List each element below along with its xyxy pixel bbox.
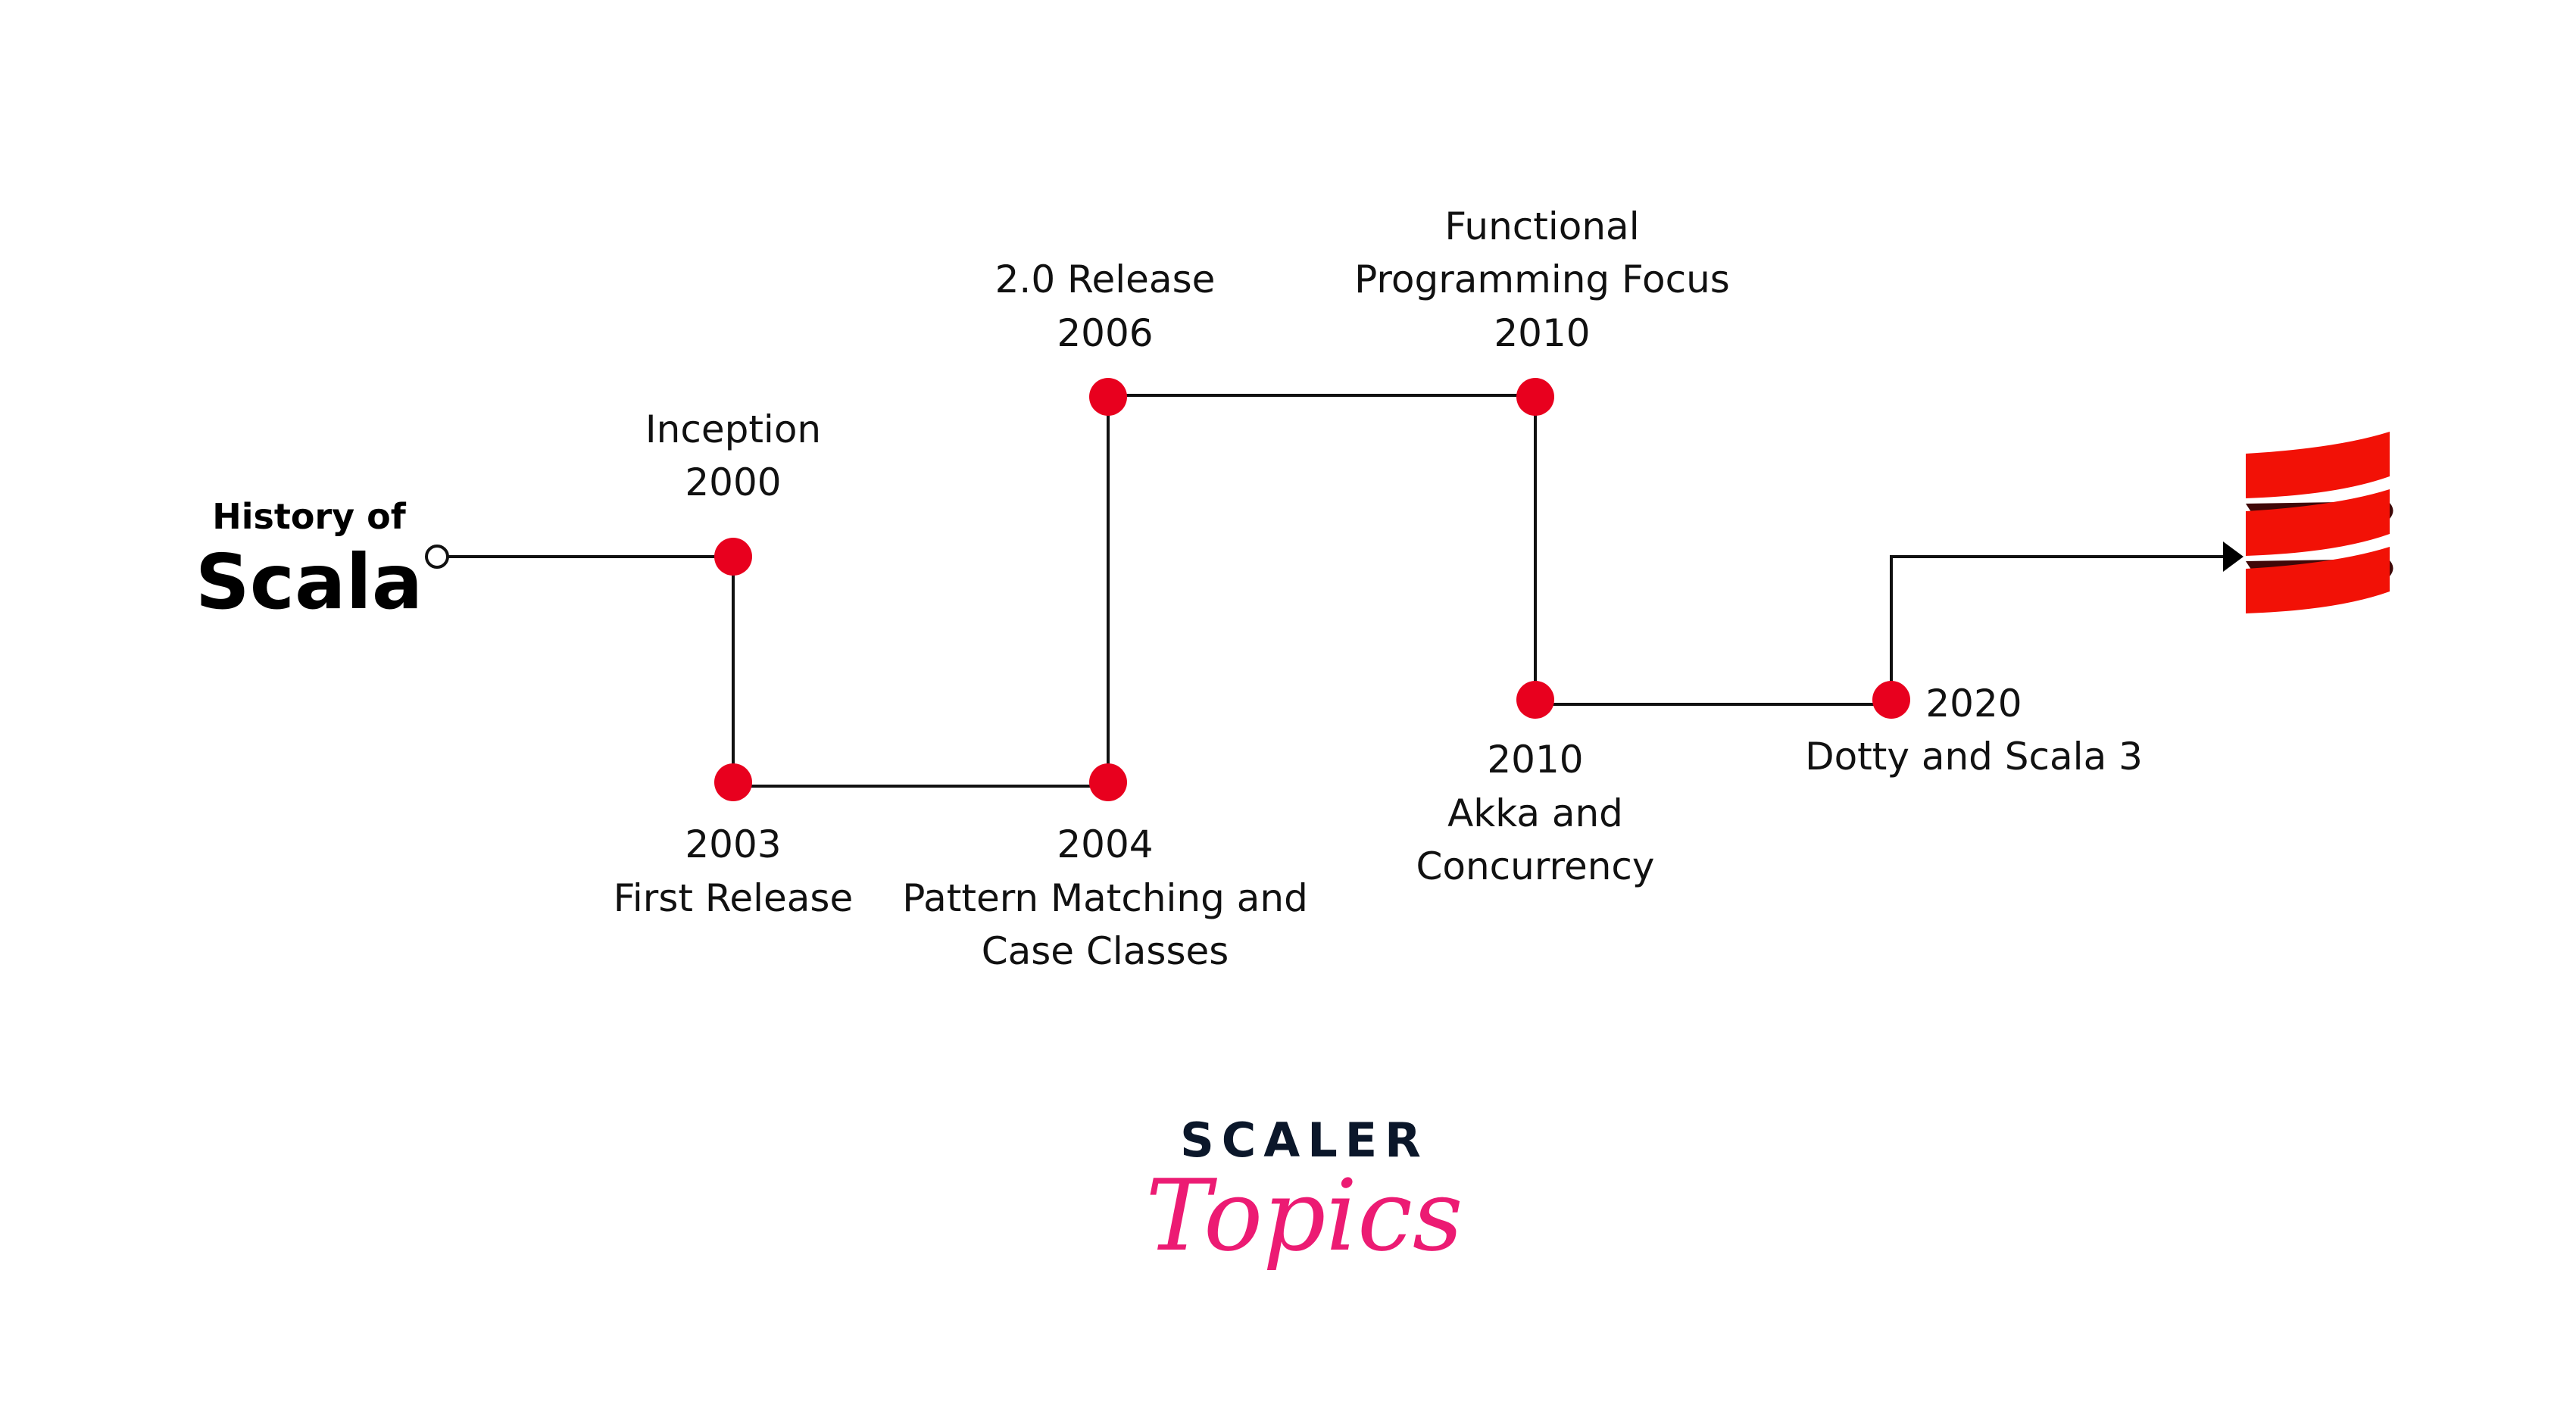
dot-2006 <box>1089 378 1127 416</box>
dot-2010-akka <box>1516 681 1554 719</box>
connector <box>732 394 2223 788</box>
dot-2003 <box>714 763 752 801</box>
label-line: Functional <box>1444 204 1639 248</box>
label-line: Inception <box>645 407 821 451</box>
milestone-label-2020: 2020 Dotty and Scala 3 <box>1805 682 2143 779</box>
logo-brand-text: SCALER <box>1180 1113 1429 1168</box>
scala-logo-icon <box>2246 432 2393 613</box>
milestone-label-2004: 2004 Pattern Matching and Case Classes <box>902 822 1308 973</box>
label-line: Programming Focus <box>1354 257 1730 301</box>
milestone-label-2010-fp: Functional Programming Focus 2010 <box>1354 204 1730 355</box>
label-line: 2.0 Release <box>995 257 1216 301</box>
timeline-path <box>447 394 2223 788</box>
label-line: 2003 <box>685 822 781 866</box>
title-line2: Scala <box>195 538 423 626</box>
label-line: 2006 <box>1057 311 1153 355</box>
label-line: Case Classes <box>982 929 1229 973</box>
dot-2004 <box>1089 763 1127 801</box>
milestone-dots <box>714 378 1910 801</box>
milestone-label-2003: 2003 First Release <box>614 822 853 920</box>
dot-2000 <box>714 538 752 576</box>
scaler-topics-logo: SCALER Topics <box>1145 1113 1463 1273</box>
label-line: Dotty and Scala 3 <box>1805 735 2143 779</box>
label-line: 2010 <box>1487 738 1583 782</box>
label-line: Akka and <box>1447 791 1623 835</box>
label-line: First Release <box>614 876 853 920</box>
start-point <box>425 545 449 569</box>
label-line: 2000 <box>685 460 781 504</box>
dot-2010-fp <box>1516 378 1554 416</box>
label-line: Pattern Matching and <box>902 876 1308 920</box>
title-line1: History of <box>212 496 407 537</box>
logo-script-text: Topics <box>1145 1158 1463 1273</box>
milestone-label-2000: Inception 2000 <box>645 407 821 504</box>
milestone-label-2010-akka: 2010 Akka and Concurrency <box>1416 738 1654 888</box>
arrow-head-icon <box>2223 541 2243 572</box>
label-line: 2004 <box>1057 822 1153 866</box>
dot-2020 <box>1872 681 1910 719</box>
label-line: 2010 <box>1494 311 1590 355</box>
label-line: 2020 <box>1925 682 2022 726</box>
milestone-label-2006: 2.0 Release 2006 <box>995 257 1216 355</box>
label-line: Concurrency <box>1416 844 1654 888</box>
